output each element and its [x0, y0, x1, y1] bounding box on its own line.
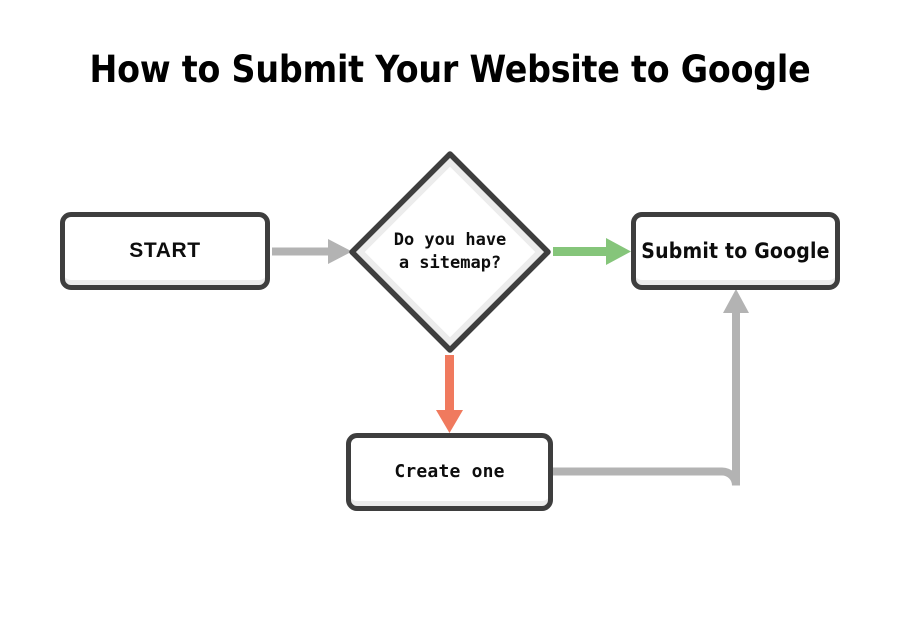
diamond-shape: [349, 151, 551, 353]
page-title: How to Submit Your Website to Google: [89, 48, 811, 91]
node-submit-label: Submit to Google: [641, 238, 830, 263]
connector-decision-to-submit: [553, 238, 631, 265]
node-create-one[interactable]: Create one: [346, 433, 553, 511]
node-start-label: START: [129, 238, 201, 262]
node-decision-label: Do you have a sitemap?: [393, 230, 507, 273]
connector-start-to-decision: [272, 239, 352, 264]
node-decision[interactable]: Do you have a sitemap?: [345, 147, 555, 357]
connector-create-to-submit: [553, 289, 749, 486]
node-submit-to-google[interactable]: Submit to Google: [631, 212, 840, 290]
node-start[interactable]: START: [60, 212, 270, 290]
connector-decision-to-create: [436, 355, 463, 433]
node-create-label: Create one: [394, 461, 505, 483]
